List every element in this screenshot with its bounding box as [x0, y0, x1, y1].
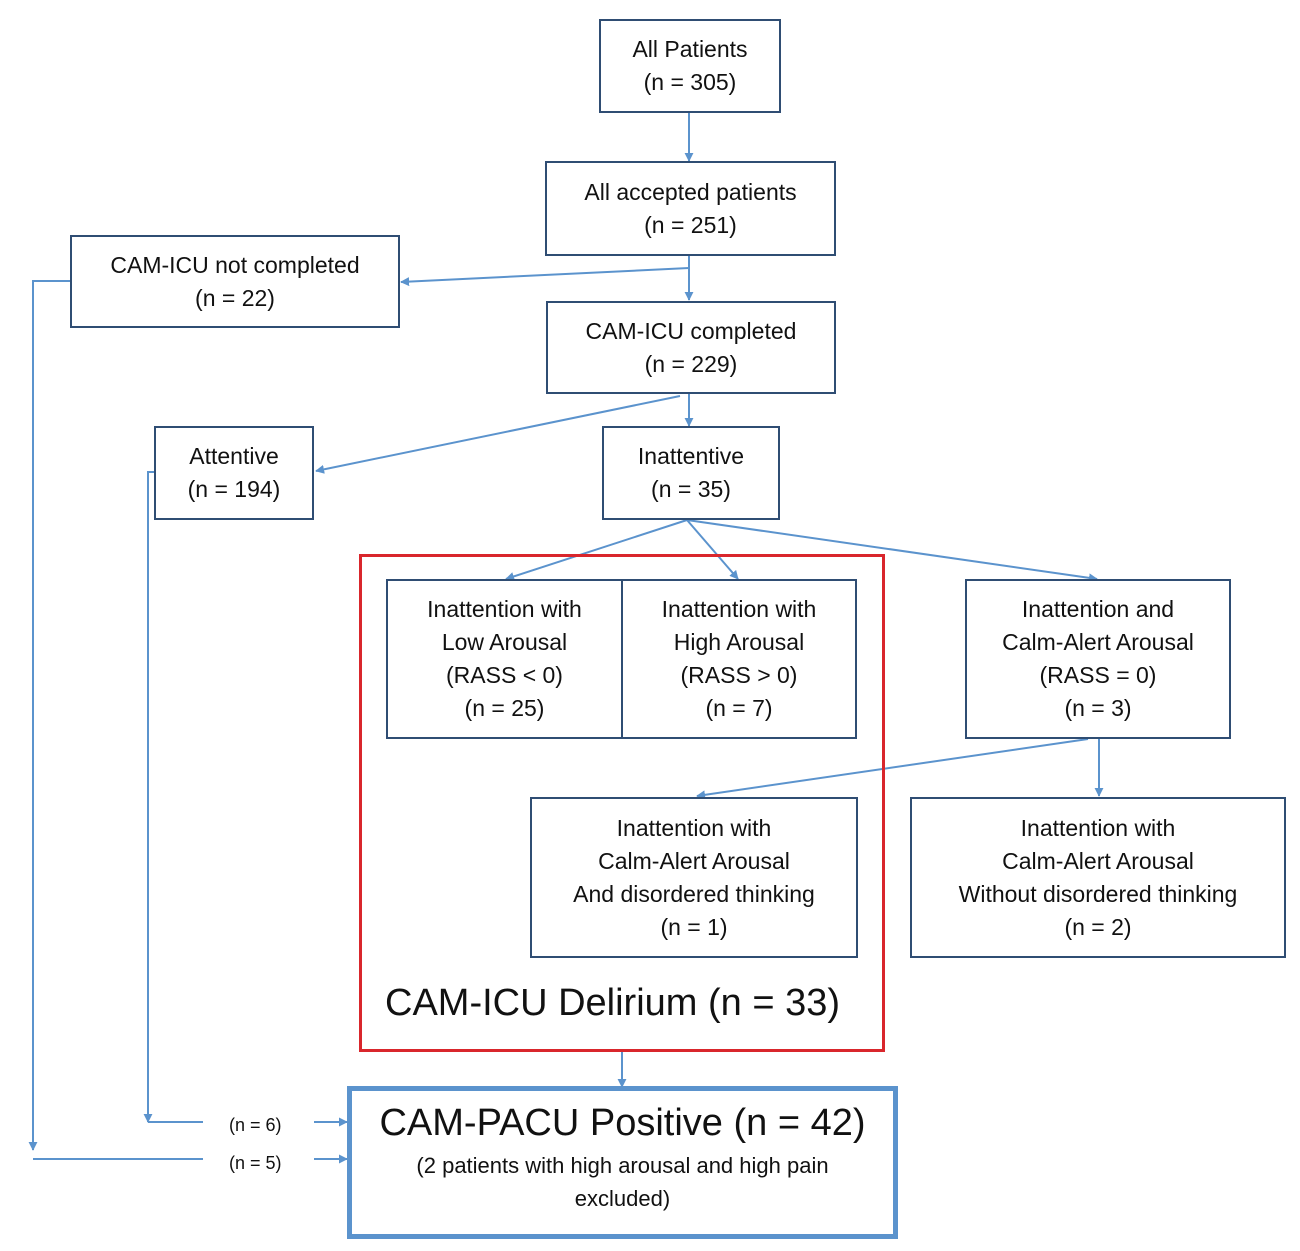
line-attentive-down — [143, 471, 154, 1123]
count-from-not-completed: (n = 5) — [229, 1153, 282, 1173]
box-count: (n = 305) — [643, 69, 737, 95]
box-line: Inattention with — [427, 596, 582, 622]
box-count: (n = 25) — [464, 695, 545, 721]
box-count: (n = 229) — [644, 350, 738, 377]
box-line: CAM-ICU completed — [585, 317, 797, 344]
box-line: (RASS > 0) — [680, 662, 798, 688]
delirium-region-title: CAM-ICU Delirium (n = 33) — [385, 982, 841, 1024]
box-line: All Patients — [632, 36, 748, 62]
box-line: Calm-Alert Arousal — [1002, 847, 1194, 874]
calm-alert-box: Inattention and Calm-Alert Arousal (RASS… — [965, 579, 1231, 739]
box-line: Inattention with — [1020, 814, 1176, 841]
box-count: (n = 22) — [195, 284, 275, 311]
high-arousal-box: Inattention with High Arousal (RASS > 0)… — [621, 579, 857, 739]
box-count: (n = 194) — [187, 476, 281, 502]
box-line: Inattention and — [1021, 596, 1175, 622]
box-line: Low Arousal — [441, 629, 568, 655]
with-disordered-thinking-box: Inattention with Calm-Alert Arousal And … — [530, 797, 858, 958]
cam-icu-completed-box: CAM-ICU completed (n = 229) — [546, 301, 836, 394]
attentive-box: Attentive (n = 194) — [154, 426, 314, 520]
box-line: Without disordered thinking — [958, 880, 1238, 907]
line-not-completed-down — [28, 280, 70, 1151]
box-count: (n = 251) — [644, 211, 737, 238]
arrow-completed-to-attentive — [315, 395, 681, 474]
final-note-line: (2 patients with high arousal and high p… — [416, 1153, 829, 1178]
box-line: Calm-Alert Arousal — [1002, 629, 1194, 655]
box-line: Inattention with — [661, 596, 817, 622]
arrow-inattentive-to-calm — [686, 519, 1098, 583]
box-line: (RASS = 0) — [1039, 662, 1157, 688]
box-line: CAM-ICU not completed — [110, 251, 360, 278]
box-line: All accepted patients — [584, 178, 797, 205]
arrow-accepted-to-not-completed — [400, 267, 690, 287]
low-arousal-box: Inattention with Low Arousal (RASS < 0) … — [386, 579, 623, 739]
box-line: Inattention with — [616, 814, 772, 841]
box-line: Inattentive — [637, 443, 745, 469]
cam-icu-not-completed-box: CAM-ICU not completed (n = 22) — [70, 235, 400, 328]
final-title: CAM-PACU Positive (n = 42) — [379, 1102, 866, 1144]
box-line: And disordered thinking — [573, 880, 815, 907]
final-note-line: excluded) — [574, 1186, 671, 1211]
cam-pacu-positive-box: CAM-PACU Positive (n = 42) (2 patients w… — [347, 1086, 898, 1239]
box-count: (n = 35) — [651, 476, 731, 502]
box-count: (n = 2) — [1064, 913, 1132, 940]
count-from-attentive: (n = 6) — [229, 1115, 282, 1135]
box-count: (n = 3) — [1064, 695, 1132, 721]
all-patients-box: All Patients (n = 305) — [599, 19, 781, 113]
delirium-region — [359, 554, 885, 1052]
box-line: High Arousal — [673, 629, 805, 655]
box-count: (n = 7) — [705, 695, 773, 721]
box-line: Attentive — [189, 443, 279, 469]
arrow-inattentive-to-low — [505, 519, 688, 581]
box-line: (RASS < 0) — [446, 662, 563, 688]
box-line: Calm-Alert Arousal — [598, 847, 790, 874]
arrow-inattentive-to-high — [686, 519, 739, 580]
box-count: (n = 1) — [660, 913, 728, 940]
accepted-patients-box: All accepted patients (n = 251) — [545, 161, 836, 256]
arrow-calm-to-with-disordered — [696, 738, 1089, 800]
without-disordered-thinking-box: Inattention with Calm-Alert Arousal With… — [910, 797, 1286, 958]
inattentive-box: Inattentive (n = 35) — [602, 426, 780, 520]
